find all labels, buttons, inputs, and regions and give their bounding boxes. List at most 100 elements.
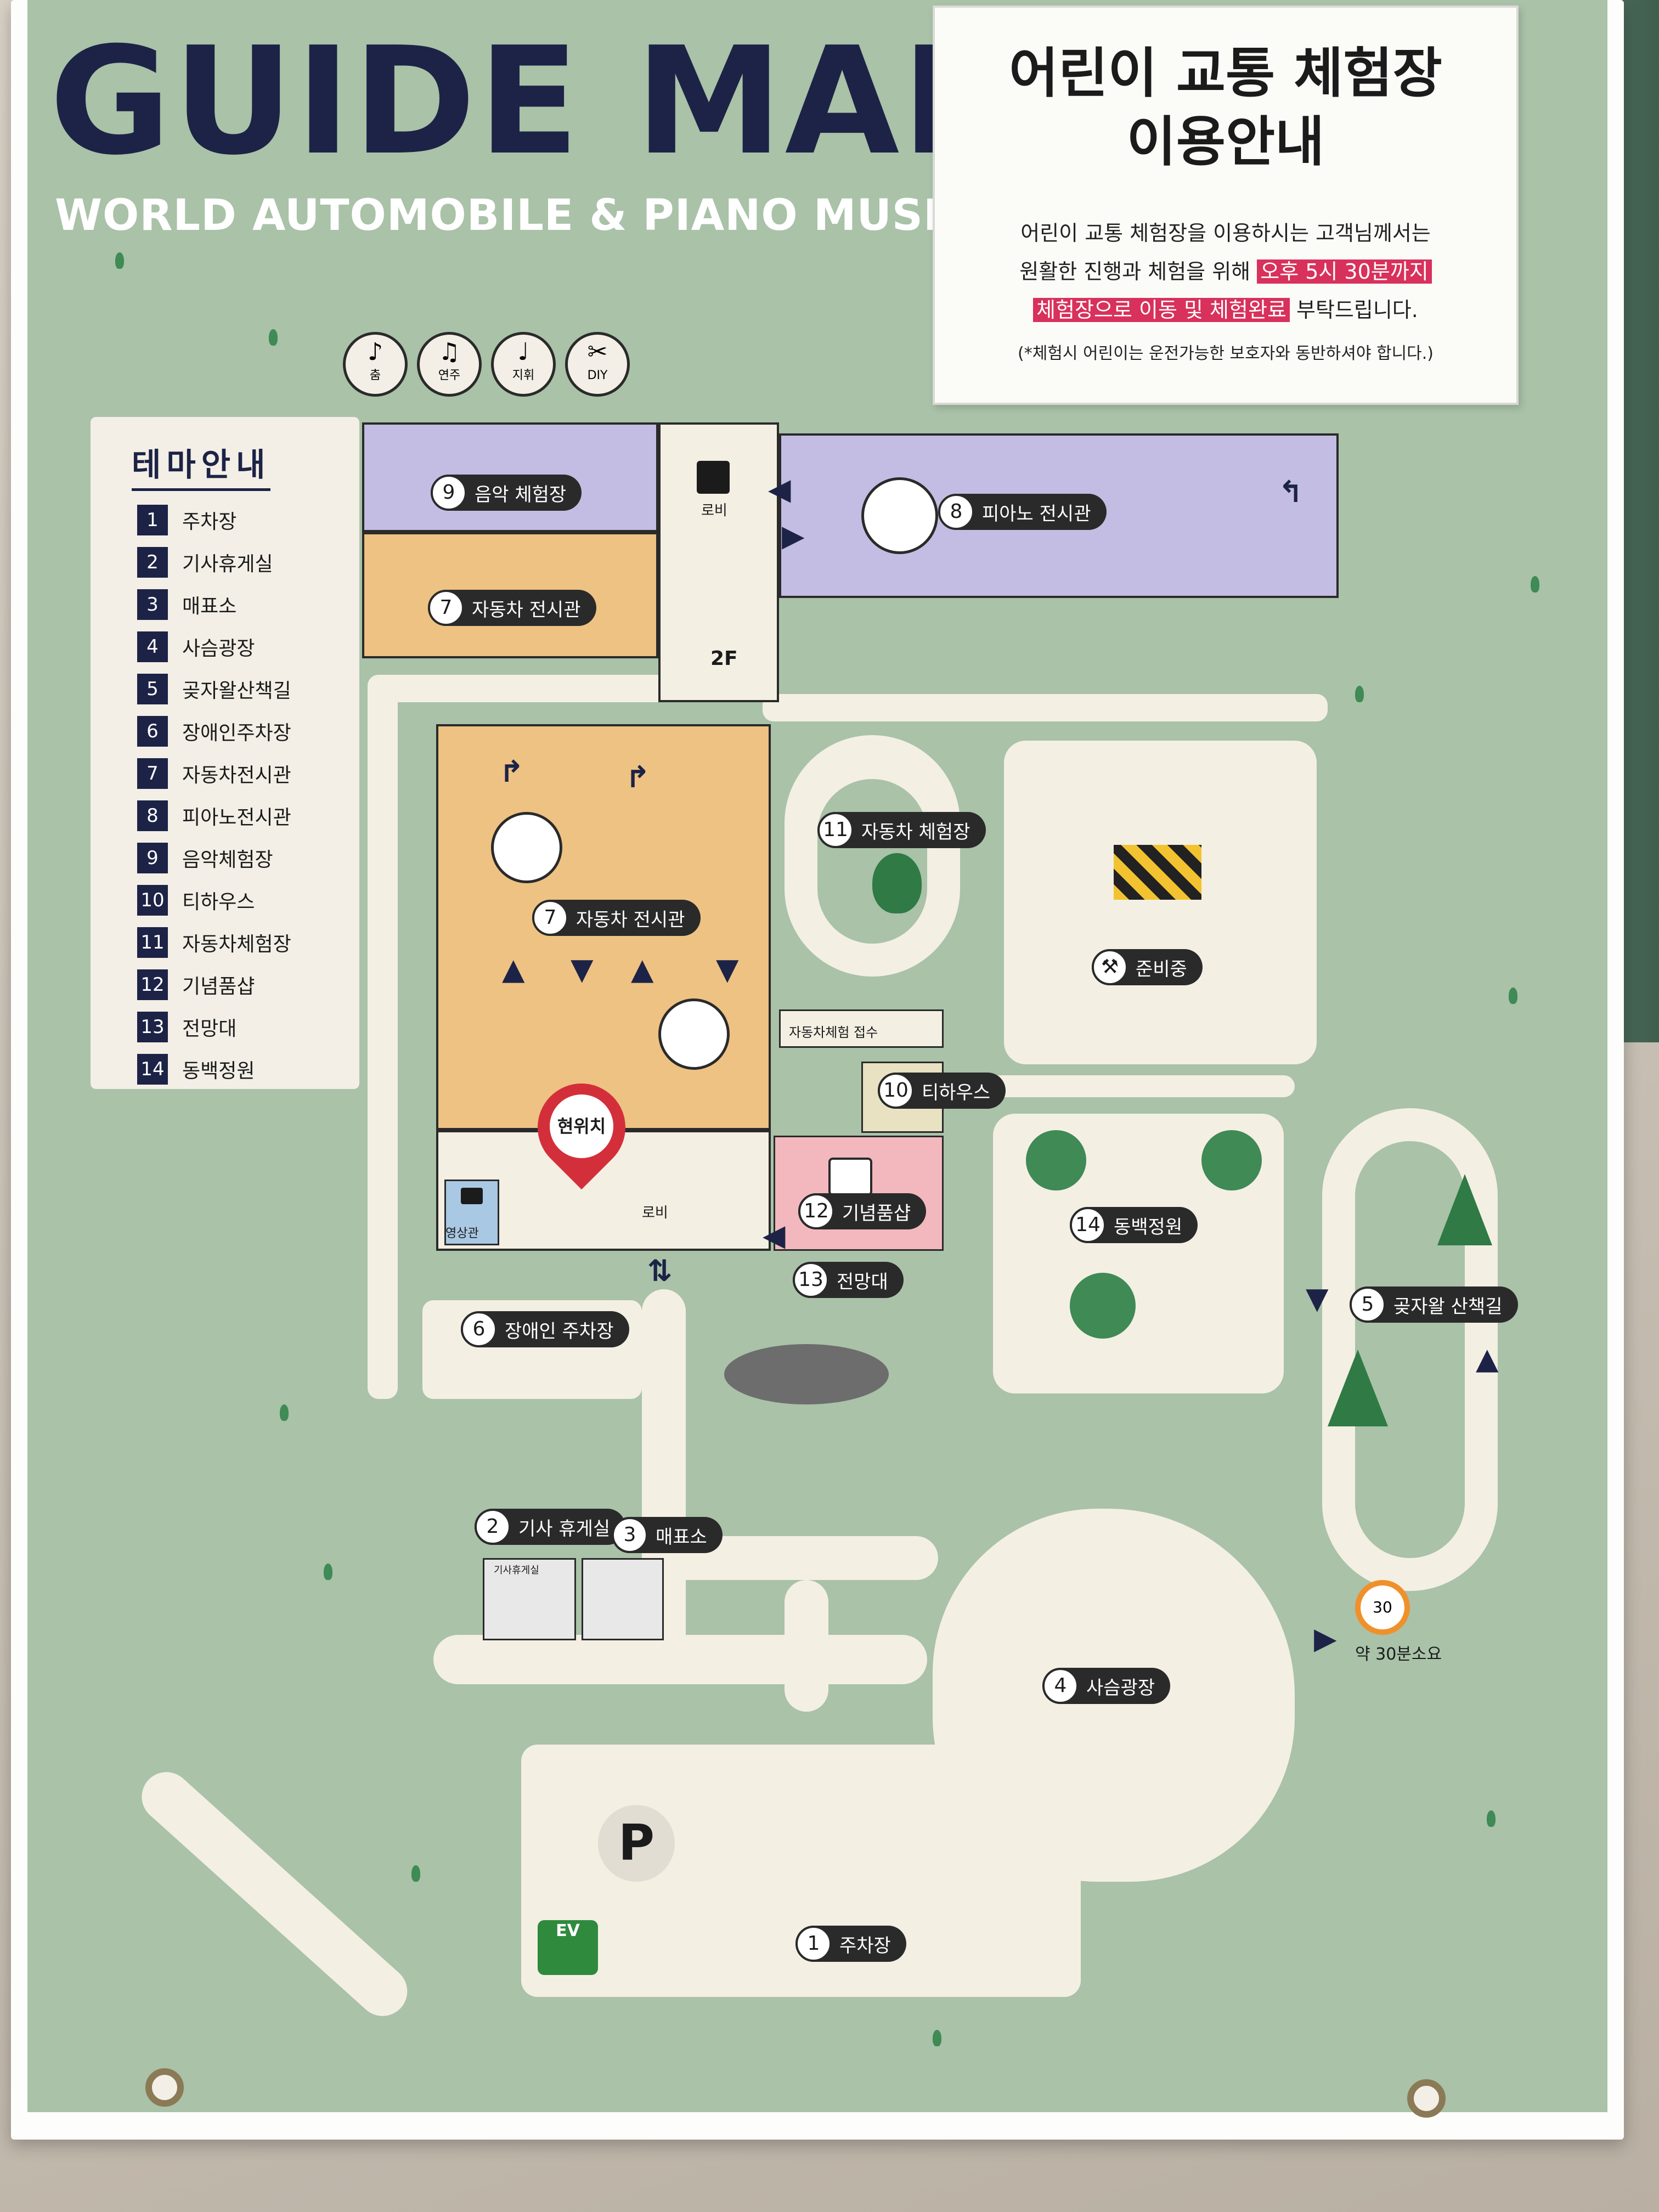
legend-label: 사슴광장	[182, 637, 255, 660]
walk-timer-icon: 30	[1355, 1580, 1410, 1635]
grand-piano-icon	[861, 477, 938, 554]
badge-preparing: ⚒준비중	[1092, 949, 1203, 985]
car-exp-reception	[779, 1009, 944, 1048]
notice-footnote: (*체험시 어린이는 운전가능한 보호자와 동반하셔야 합니다.)	[1017, 344, 1434, 363]
notice-highlight-complete: 체험장으로 이동 및 체험완료	[1033, 298, 1290, 322]
vintage-car-icon	[491, 812, 562, 883]
legend-label: 동백정원	[182, 1060, 255, 1082]
badge-num: 7	[532, 900, 568, 936]
badge-num: 14	[1070, 1207, 1106, 1243]
driver-rest-sign: 기사휴게실	[494, 1565, 539, 1576]
legend-label: 장애인주차장	[182, 722, 291, 744]
tree-icon	[115, 252, 124, 269]
ev-charging-icon: EV	[538, 1920, 598, 1975]
road-lower	[433, 1635, 927, 1684]
badge-label: 자동차 전시관	[576, 909, 685, 931]
badge-num: 3	[612, 1517, 648, 1553]
notice-body-line3-text: 부탁드립니다.	[1296, 298, 1418, 322]
pine-tree-icon	[1437, 1174, 1492, 1245]
legend-num: 5	[137, 674, 168, 704]
road-west	[368, 675, 398, 1399]
badge-disabled-parking: 6 장애인 주차장	[461, 1311, 629, 1347]
legend-num: 7	[137, 758, 168, 789]
video-camera-icon	[461, 1188, 483, 1204]
tree-icon	[280, 1404, 289, 1421]
legend-num: 2	[137, 547, 168, 578]
badge-label: 주차장	[839, 1934, 891, 1957]
legend-num: 13	[137, 1012, 168, 1042]
driver-rest-building	[483, 1558, 576, 1640]
notice-title-line1: 어린이 교통 체험장	[1009, 42, 1442, 105]
badge-label: 기사 휴게실	[518, 1517, 611, 1540]
badge-prep-icon: ⚒	[1092, 949, 1128, 985]
badge-label: 장애인 주차장	[505, 1320, 614, 1342]
notice-body-line3: 체험장으로 이동 및 체험완료 부탁드립니다.	[935, 293, 1516, 323]
turn-arrow-icon: ↱	[625, 760, 651, 794]
dance-glyph: ♪	[367, 338, 383, 366]
tree-icon	[872, 853, 922, 913]
arrow-up-icon: ▲	[1476, 1341, 1499, 1376]
turn-arrow-icon: ↱	[499, 754, 524, 789]
arrow-right-icon: ▶	[782, 518, 805, 553]
tree-icon	[1355, 686, 1364, 702]
badge-num: 5	[1350, 1286, 1386, 1323]
badge-label: 피아노 전시관	[982, 503, 1091, 525]
camellia-tree-icon	[1026, 1130, 1086, 1190]
perform-label: 연주	[438, 369, 461, 382]
upper-lobby-label: 로비	[701, 503, 727, 519]
piano-icon	[697, 461, 730, 494]
diy-glyph: ✂	[587, 338, 608, 366]
legend-label: 티하우스	[182, 891, 255, 913]
pine-tree-icon	[1328, 1350, 1388, 1426]
parking-lot-area	[521, 1745, 1081, 1997]
road-north-right	[763, 694, 1328, 721]
badge-car-exhibition-main: 7 자동차 전시관	[532, 900, 701, 936]
legend-label: 주차장	[182, 511, 237, 533]
dance-label: 춤	[369, 369, 381, 382]
badge-label: 사슴광장	[1086, 1677, 1155, 1699]
dance-icon: ♪춤	[343, 332, 408, 397]
badge-num: 6	[461, 1311, 497, 1347]
legend-label: 매표소	[182, 595, 237, 618]
notice-body-line2: 원활한 진행과 체험을 위해 오후 5시 30분까지	[935, 255, 1516, 285]
prep-area	[1004, 741, 1317, 1064]
badge-num: 9	[431, 475, 467, 511]
grommet-right	[1407, 2079, 1446, 2118]
guide-map: GUIDE MAP WORLD AUTOMOBILE & PIANO MUSEU…	[27, 0, 1607, 2112]
tree-icon	[269, 329, 278, 346]
badge-label: 음악 체험장	[475, 483, 567, 506]
conduct-icon: ♩지휘	[491, 332, 556, 397]
conduct-glyph: ♩	[517, 338, 529, 366]
legend-label: 기념품샵	[182, 975, 255, 998]
grommet-left	[145, 2068, 184, 2107]
notice-body-line1: 어린이 교통 체험장을 이용하시는 고객님께서는	[1020, 221, 1431, 245]
floor-2f-label: 2F	[710, 647, 738, 670]
legend-num: 11	[137, 927, 168, 958]
badge-label: 기념품샵	[842, 1202, 911, 1224]
badge-label: 전망대	[837, 1271, 888, 1293]
badge-num: 11	[817, 812, 854, 848]
current-location-label: 현위치	[550, 1094, 613, 1158]
walk-time-label: 약 30분소요	[1355, 1645, 1442, 1664]
badge-num: 7	[428, 590, 464, 626]
badge-num: 13	[793, 1262, 829, 1298]
video-hall-label: 영상관	[445, 1227, 479, 1240]
badge-music-experience: 9 음악 체험장	[431, 475, 582, 511]
legend-num: 12	[137, 969, 168, 1000]
legend-num: 9	[137, 843, 168, 873]
